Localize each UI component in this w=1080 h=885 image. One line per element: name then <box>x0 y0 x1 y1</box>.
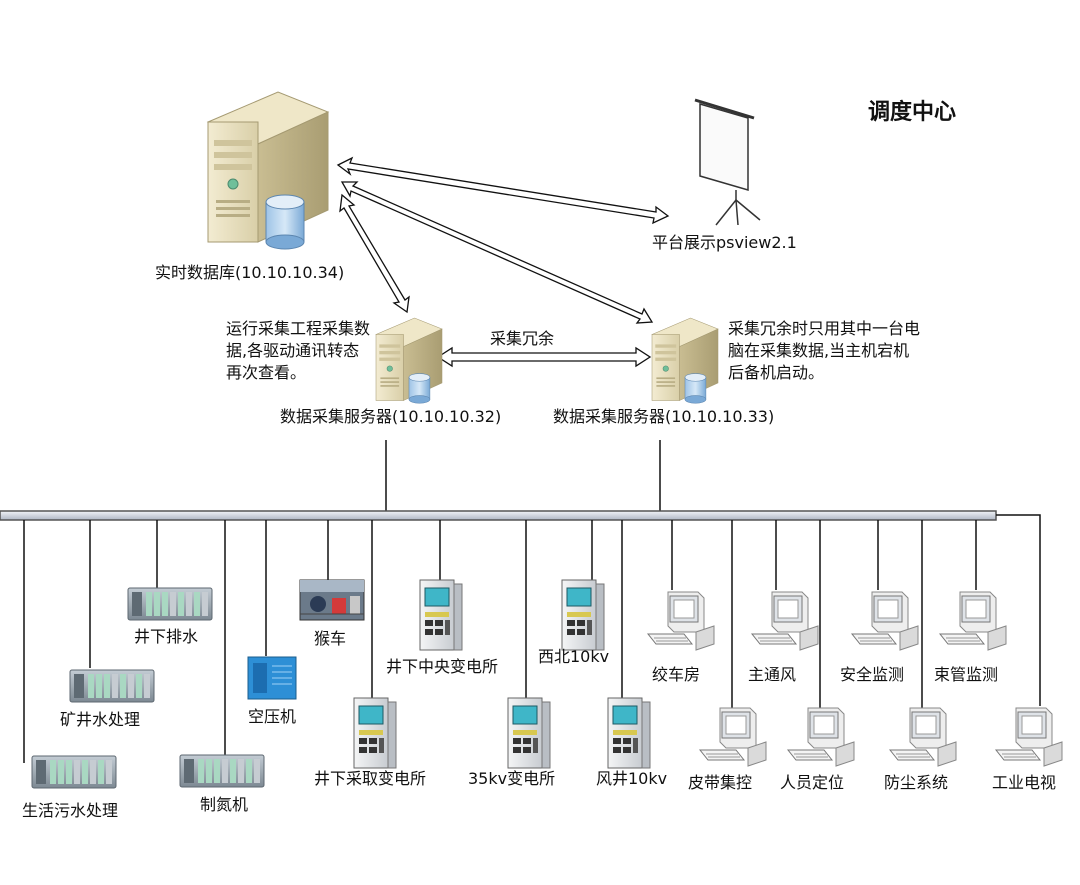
drop-lines <box>23 520 977 763</box>
node-main-ventilation: 主通风 <box>748 665 797 684</box>
relay-protection-icon <box>507 697 551 769</box>
workstation-icon <box>889 707 957 767</box>
arrow-db-server-a <box>339 193 410 314</box>
platform-label: 平台展示psview2.1 <box>652 233 797 252</box>
node-domestic-sewage: 生活污水处理 <box>22 801 119 820</box>
relay-protection-icon <box>353 697 397 769</box>
plc-rack-icon <box>179 754 265 788</box>
relay-protection-icon <box>561 579 605 651</box>
server-b-label: 数据采集服务器(10.10.10.33) <box>553 407 775 426</box>
realtime-db-server-icon <box>207 91 329 250</box>
collector-server-a-icon <box>375 317 443 404</box>
relay-protection-icon <box>419 579 463 651</box>
node-underground-drainage: 井下排水 <box>134 627 199 646</box>
workstation-icon <box>751 591 819 651</box>
node-nitrogen-machine: 制氮机 <box>200 795 249 814</box>
server-a-note: 运行采集工程采集数据,各驱动通讯转态再次查看。 <box>226 319 371 382</box>
node-industrial-tv: 工业电视 <box>992 773 1057 792</box>
air-compressor-icon <box>247 656 297 700</box>
node-air-compressor: 空压机 <box>248 707 297 726</box>
network-bus <box>0 440 1041 706</box>
node-personnel-positioning: 人员定位 <box>780 773 845 792</box>
collector-server-b-icon <box>651 317 719 404</box>
workstation-icon <box>787 707 855 767</box>
node-northwest-10kv: 西北10kv <box>538 647 610 666</box>
arrow-db-platform <box>336 156 670 225</box>
monkey-car-photo-icon <box>299 579 365 621</box>
workstation-icon <box>939 591 1007 651</box>
node-mining-substation: 井下采取变电所 <box>314 769 427 788</box>
node-mine-water: 矿井水处理 <box>60 710 141 729</box>
server-a-label: 数据采集服务器(10.10.10.32) <box>280 407 502 426</box>
realtime-db-label: 实时数据库(10.10.10.34) <box>155 263 345 282</box>
workstation-icon <box>851 591 919 651</box>
workstation-icon <box>647 591 715 651</box>
redundancy-label: 采集冗余 <box>489 329 555 348</box>
arrow-redundancy <box>436 346 652 368</box>
node-winch-room: 绞车房 <box>652 665 701 684</box>
dispatch-center-title: 调度中心 <box>868 100 957 125</box>
node-safety-monitoring: 安全监测 <box>840 665 905 684</box>
node-central-substation: 井下中央变电所 <box>386 657 499 676</box>
projector-screen-icon <box>694 98 761 226</box>
node-tube-monitoring: 束管监测 <box>934 665 999 684</box>
plc-rack-icon <box>69 669 155 703</box>
node-dust-system: 防尘系统 <box>884 773 949 792</box>
node-air-shaft-10kv: 风井10kv <box>596 769 668 788</box>
node-35kv-substation: 35kv变电所 <box>468 769 556 788</box>
server-b-note: 采集冗余时只用其中一台电脑在采集数据,当主机宕机后备机启动。 <box>728 319 921 382</box>
plc-rack-icon <box>127 587 213 621</box>
arrow-db-server-b <box>340 181 654 324</box>
workstation-icon <box>699 707 767 767</box>
workstation-icon <box>995 707 1063 767</box>
node-monkey-car: 猴车 <box>314 629 347 648</box>
relay-protection-icon <box>607 697 651 769</box>
node-belt-control: 皮带集控 <box>688 773 753 792</box>
plc-rack-icon <box>31 755 117 789</box>
